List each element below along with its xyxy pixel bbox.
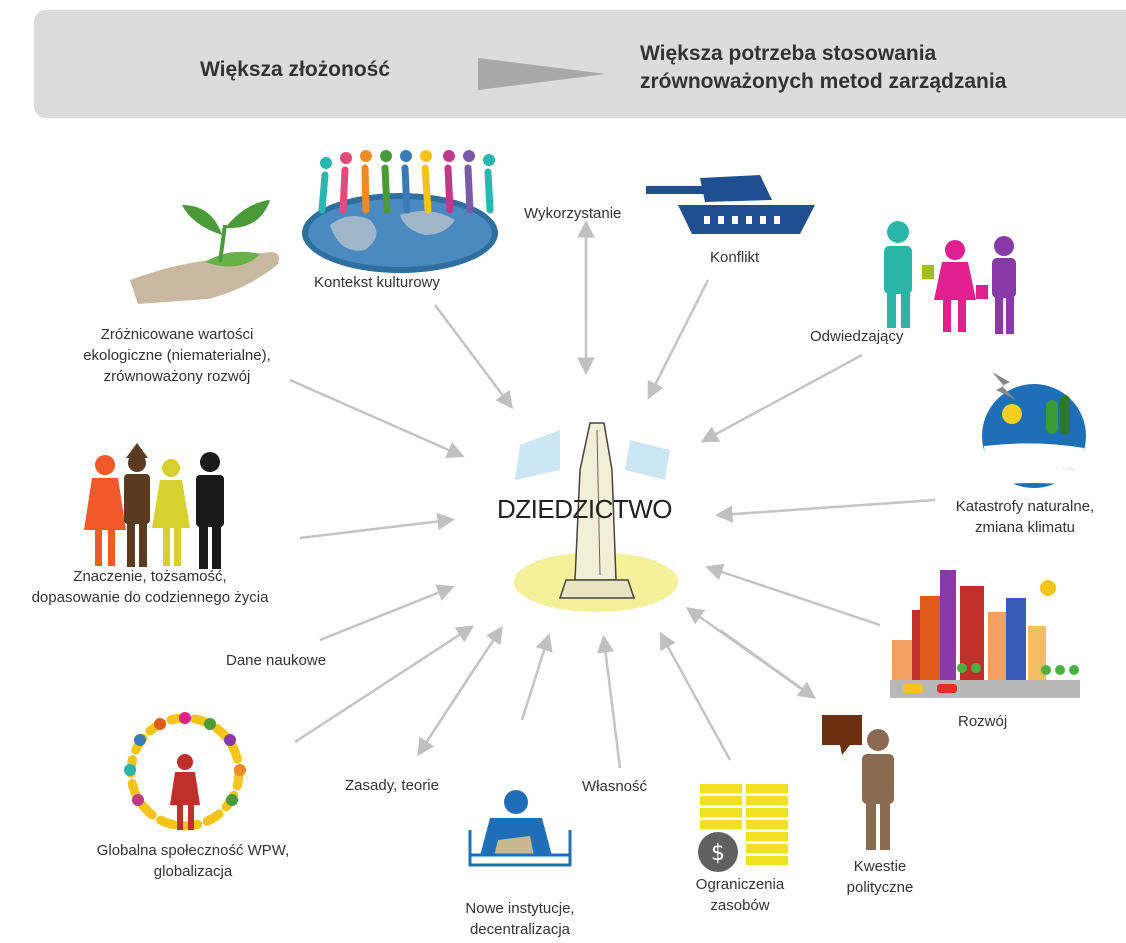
label-kwestie: Kwestie polityczne <box>830 856 930 898</box>
label-globalna-line1: Globalna społeczność WPW, <box>96 842 290 859</box>
arrow-kontekst <box>434 304 513 409</box>
label-kwestie-line1: Kwestie <box>853 858 907 875</box>
label-globalna-line2: globalizacja <box>153 863 233 880</box>
label-ograniczenia: Ograniczenia zasobów <box>680 874 800 916</box>
label-znaczenie-line2: dopasowanie do codziennego życia <box>31 589 269 606</box>
label-instytucje-line2: decentralizacja <box>469 921 571 938</box>
label-katastrofy: Katastrofy naturalne, zmiana klimatu <box>930 496 1120 538</box>
label-konflikt: Konflikt <box>710 249 760 266</box>
label-ograniczenia-line2: zasobów <box>710 897 770 914</box>
arrows-group <box>289 220 936 769</box>
label-dane: Dane naukowe <box>226 652 327 669</box>
label-wlasnosc: Własność <box>582 778 648 795</box>
banner-need-line1: Większa potrzeba stosowania <box>640 42 937 65</box>
people-circle-icon <box>124 712 246 831</box>
label-ograniczenia-line1: Ograniczenia <box>695 876 785 893</box>
monument-icon <box>514 422 678 612</box>
label-katastrofy-line2: zmiana klimatu <box>974 519 1076 536</box>
coins-icon: $ <box>698 784 788 872</box>
label-znaczenie-line1: Znaczenie, tożsamość, <box>73 568 227 585</box>
arrow-katastrofy <box>715 498 936 523</box>
banner-need-text: Większa potrzeba stosowania zrównoważony… <box>640 40 1006 96</box>
arrow-rozwoj <box>705 563 881 627</box>
arrow-kwestie-back <box>719 628 817 699</box>
visitors-icon <box>884 221 1016 334</box>
arrow-instytucje <box>520 633 553 721</box>
arrow-odwiedzajacy <box>700 353 863 443</box>
label-znaczenie: Znaczenie, tożsamość, dopasowanie do cod… <box>5 566 295 608</box>
label-instytucje: Nowe instytucje, decentralizacja <box>430 898 610 940</box>
hand-plant-icon <box>130 200 279 304</box>
arrow-ekologia <box>289 378 465 458</box>
banner-arrow-icon <box>478 58 606 90</box>
label-katastrofy-line1: Katastrofy naturalne, <box>955 498 1095 515</box>
label-kwestie-line2: polityczne <box>846 879 914 896</box>
label-odwiedzajacy: Odwiedzający <box>810 328 904 345</box>
arrow-dane <box>319 584 455 642</box>
label-kontekst: Kontekst kulturowy <box>314 274 440 291</box>
landscape-storm-icon <box>982 372 1086 488</box>
label-zasady: Zasady, teorie <box>345 777 439 794</box>
label-globalna: Globalna społeczność WPW, globalizacja <box>68 840 318 882</box>
family-icon <box>84 443 224 569</box>
arrow-wlasnosc <box>596 635 622 769</box>
arrow-znaczenie <box>299 512 455 540</box>
city-icon <box>890 570 1080 698</box>
label-ekologia-line2: ekologiczne (niematerialne), <box>83 347 271 364</box>
people-on-globe-icon <box>302 150 498 273</box>
label-ekologia: Zróżnicowane wartości ekologiczne (niema… <box>52 324 302 387</box>
label-wykorzystanie: Wykorzystanie <box>524 205 622 222</box>
office-worker-icon <box>468 790 572 867</box>
center-heritage-label: DZIEDZICTWO <box>497 494 673 524</box>
tank-icon <box>646 175 815 234</box>
svg-text:$: $ <box>711 841 725 866</box>
banner-need-line2: zrównoważonych metod zarządzania <box>640 70 1007 93</box>
politician-icon <box>822 715 894 850</box>
arrow-zasady-back <box>417 659 482 757</box>
header-banner <box>34 10 1126 118</box>
banner-complexity-text: Większa złożoność <box>200 58 391 81</box>
arrow-ograniczenia <box>659 631 732 761</box>
label-instytucje-line1: Nowe instytucje, <box>465 900 575 917</box>
label-rozwoj: Rozwój <box>958 713 1008 730</box>
label-ekologia-line3: zrównoważony rozwój <box>103 368 251 385</box>
arrow-konflikt <box>647 279 710 400</box>
label-ekologia-line1: Zróżnicowane wartości <box>100 326 254 343</box>
arrow-globalna <box>294 625 475 744</box>
